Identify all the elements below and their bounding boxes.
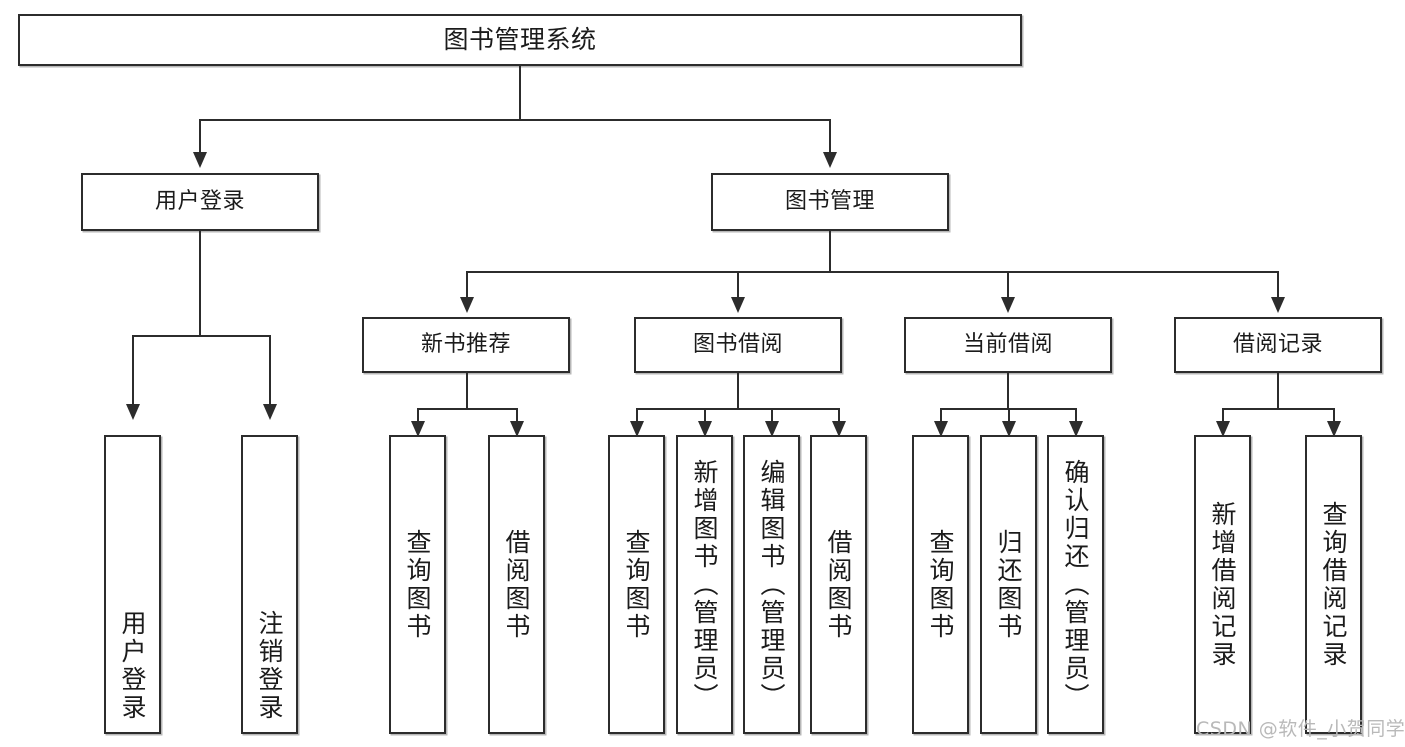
- arrow-bb-borrow: [832, 421, 846, 437]
- node-label: 查询借阅记录: [1319, 500, 1348, 669]
- arrow-br-query: [1327, 421, 1341, 437]
- leaf-nb-query-book[interactable]: 查询图书: [389, 435, 446, 734]
- connector-drop-bb-query: [636, 408, 638, 424]
- connector-drop-borrow-record: [1277, 271, 1279, 300]
- leaf-br-query-record[interactable]: 查询借阅记录: [1305, 435, 1362, 734]
- node-book-borrow[interactable]: 图书借阅: [634, 317, 842, 373]
- node-new-book-recommend[interactable]: 新书推荐: [362, 317, 570, 373]
- arrow-bb-query: [630, 421, 644, 437]
- node-label: 确认归还（管理员）: [1061, 458, 1090, 711]
- arrow-br-add: [1216, 421, 1230, 437]
- connector-borrow-book-bus: [636, 408, 839, 410]
- connector-drop-cb-confirm: [1075, 408, 1077, 424]
- node-label: 图书借阅: [692, 332, 783, 358]
- node-label: 归还图书: [994, 528, 1023, 641]
- arrow-current-borrow: [1001, 297, 1015, 313]
- node-user-login[interactable]: 用户登录: [81, 173, 319, 231]
- arrow-borrow-book: [731, 297, 745, 313]
- connector-current-borrow-trunk: [1007, 373, 1009, 409]
- connector-drop-current-borrow: [1007, 271, 1009, 300]
- connector-user-login-trunk: [199, 231, 201, 336]
- arrow-nb-borrow: [510, 421, 524, 437]
- node-label: 查询图书: [926, 528, 955, 641]
- node-label: 图书管理: [784, 189, 875, 215]
- connector-drop-borrow-book: [737, 271, 739, 300]
- connector-drop-nb-query: [417, 408, 419, 424]
- node-root-system[interactable]: 图书管理系统: [18, 14, 1022, 66]
- connector-book-manage-trunk: [829, 231, 831, 272]
- arrow-nb-query: [411, 421, 425, 437]
- connector-drop-bb-borrow: [838, 408, 840, 424]
- connector-drop-new-book: [466, 271, 468, 300]
- connector-drop-br-query: [1333, 408, 1335, 424]
- connector-drop-leaf-user-login: [132, 335, 134, 407]
- arrow-leaf-user-login: [126, 404, 140, 420]
- arrow-cb-confirm: [1069, 421, 1083, 437]
- arrow-leaf-logout: [263, 404, 277, 420]
- node-label: 用户登录: [154, 189, 245, 215]
- arrow-bb-add: [698, 421, 712, 437]
- connector-drop-user-login: [199, 119, 201, 155]
- connector-level3-bus: [466, 271, 1279, 273]
- leaf-bb-borrow-book[interactable]: 借阅图书: [810, 435, 867, 734]
- leaf-br-add-record[interactable]: 新增借阅记录: [1194, 435, 1251, 734]
- node-label: 编辑图书（管理员）: [757, 458, 786, 711]
- connector-new-book-bus: [417, 408, 517, 410]
- connector-drop-cb-return: [1008, 408, 1010, 424]
- connector-borrow-record-bus: [1222, 408, 1334, 410]
- arrow-cb-return: [1002, 421, 1016, 437]
- leaf-logout[interactable]: 注销登录: [241, 435, 298, 734]
- arrow-borrow-record: [1271, 297, 1285, 313]
- leaf-bb-edit-book-admin[interactable]: 编辑图书（管理员）: [743, 435, 800, 734]
- arrow-user-login: [193, 152, 207, 168]
- leaf-user-login[interactable]: 用户登录: [104, 435, 161, 734]
- connector-drop-bb-add: [704, 408, 706, 424]
- node-label: 查询图书: [403, 528, 432, 641]
- node-current-borrow[interactable]: 当前借阅: [904, 317, 1112, 373]
- connector-borrow-book-trunk: [737, 373, 739, 409]
- connector-drop-bb-edit: [771, 408, 773, 424]
- connector-borrow-record-trunk: [1277, 373, 1279, 409]
- node-label: 图书管理系统: [443, 24, 597, 54]
- leaf-cb-confirm-return-admin[interactable]: 确认归还（管理员）: [1047, 435, 1104, 734]
- arrow-cb-query: [934, 421, 948, 437]
- connector-drop-leaf-logout: [269, 335, 271, 407]
- node-label: 新增图书（管理员）: [690, 458, 719, 711]
- connector-drop-book-manage: [829, 119, 831, 155]
- connector-drop-cb-query: [940, 408, 942, 424]
- connector-drop-nb-borrow: [516, 408, 518, 424]
- node-borrow-record[interactable]: 借阅记录: [1174, 317, 1382, 373]
- arrow-bb-edit: [765, 421, 779, 437]
- connector-root-trunk: [519, 66, 521, 120]
- connector-user-login-bus: [132, 335, 270, 337]
- node-label: 借阅图书: [502, 528, 531, 641]
- connector-new-book-trunk: [466, 373, 468, 409]
- node-label: 注销登录: [255, 610, 284, 722]
- node-label: 用户登录: [118, 610, 147, 722]
- leaf-nb-borrow-book[interactable]: 借阅图书: [488, 435, 545, 734]
- node-label: 借阅记录: [1232, 332, 1323, 358]
- arrow-book-manage: [823, 152, 837, 168]
- node-book-management[interactable]: 图书管理: [711, 173, 949, 231]
- leaf-bb-query-book[interactable]: 查询图书: [608, 435, 665, 734]
- leaf-cb-query-book[interactable]: 查询图书: [912, 435, 969, 734]
- node-label: 当前借阅: [962, 332, 1053, 358]
- node-label: 查询图书: [622, 528, 651, 641]
- node-label: 新增借阅记录: [1208, 500, 1237, 669]
- connector-drop-br-add: [1222, 408, 1224, 424]
- arrow-new-book: [460, 297, 474, 313]
- leaf-bb-add-book-admin[interactable]: 新增图书（管理员）: [676, 435, 733, 734]
- leaf-cb-return-book[interactable]: 归还图书: [980, 435, 1037, 734]
- node-label: 新书推荐: [420, 332, 511, 358]
- connector-level1-bus: [199, 119, 831, 121]
- node-label: 借阅图书: [824, 528, 853, 641]
